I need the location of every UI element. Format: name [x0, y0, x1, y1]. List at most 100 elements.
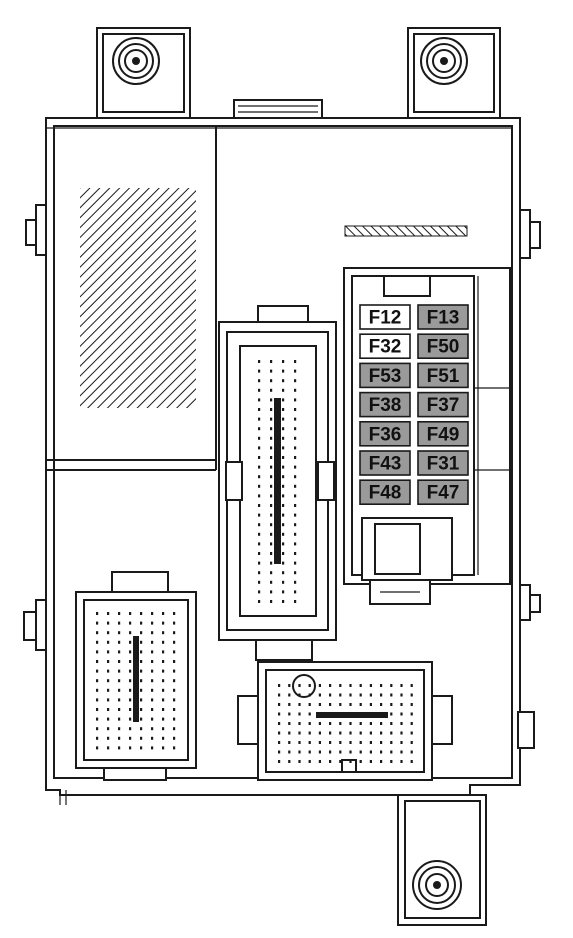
- connector-pin: [282, 494, 285, 498]
- connector-pin: [151, 621, 154, 625]
- connector-pin: [359, 760, 362, 763]
- connector-pin: [118, 717, 121, 721]
- mounting-tab-top-left: [96, 27, 191, 119]
- fuse-body: [359, 450, 411, 476]
- connector-pin: [339, 741, 342, 744]
- connector-pin: [282, 532, 285, 536]
- connector-pin: [140, 650, 143, 654]
- connector-pin: [107, 621, 110, 625]
- connector-pin: [339, 750, 342, 754]
- connector-pin: [308, 731, 311, 735]
- connector-pin: [369, 703, 372, 706]
- connector-pin: [359, 750, 362, 754]
- connector-pin: [129, 640, 132, 644]
- connector-pin: [329, 741, 332, 744]
- connector-pin: [96, 708, 99, 711]
- connector-pin: [294, 475, 297, 479]
- fuse-body: [359, 479, 411, 506]
- hatched-label-area: [80, 188, 196, 408]
- side-clips-left: [23, 204, 47, 651]
- connector-pin: [380, 750, 383, 754]
- connector-pin: [96, 679, 99, 683]
- connector-pin: [270, 427, 273, 431]
- connector-pin: [410, 760, 413, 763]
- connector-pin: [329, 731, 332, 735]
- connector-pin: [270, 513, 273, 517]
- connector-pin: [173, 631, 176, 635]
- connector-pin: [294, 523, 297, 527]
- connector-pin: [329, 750, 332, 754]
- connector-pin: [118, 679, 121, 683]
- connector-pin: [129, 612, 132, 615]
- connector-pin: [140, 612, 143, 615]
- connector-pin: [318, 703, 321, 706]
- connector-pin: [308, 703, 311, 706]
- fuse-f51: F51: [417, 362, 469, 389]
- connector-pin: [140, 660, 143, 663]
- connector-pin: [107, 727, 110, 731]
- connector-pin: [294, 580, 297, 584]
- connector-pin: [140, 679, 143, 683]
- connector-pin: [349, 741, 352, 744]
- connector-pin: [359, 741, 362, 744]
- connector-pin: [380, 693, 383, 697]
- fuse-f37: F37: [417, 391, 469, 418]
- fuse-label: F50: [427, 337, 460, 358]
- connector-pin: [270, 494, 273, 498]
- fuse-f38: F38: [359, 391, 411, 418]
- connector-pin: [339, 693, 342, 697]
- connector-pin: [308, 712, 311, 716]
- fuse-f49: F49: [417, 420, 469, 447]
- connector-pin: [162, 679, 165, 683]
- connector-pin: [107, 708, 110, 711]
- connector-pin: [107, 640, 110, 644]
- connector-pin: [294, 398, 297, 402]
- connector-pin: [282, 398, 285, 402]
- connector-pin: [294, 561, 297, 565]
- fuse-f50: F50: [417, 333, 469, 360]
- fuse-label: F48: [369, 483, 402, 504]
- connector-pin: [96, 746, 99, 750]
- connector-pin: [162, 660, 165, 663]
- connector-pin: [282, 542, 285, 546]
- fuse-label: F43: [369, 454, 402, 475]
- connector-pin: [258, 552, 261, 555]
- connector-pin: [390, 712, 393, 716]
- connector-pin: [96, 736, 99, 740]
- connector-pin: [173, 660, 176, 663]
- connector-pin: [173, 612, 176, 615]
- connector-pin: [282, 446, 285, 450]
- fuse-label: F13: [427, 308, 460, 329]
- connector-pin: [173, 736, 176, 740]
- connector-pin: [288, 722, 291, 725]
- connector-pin: [288, 703, 291, 706]
- connector-pin: [410, 684, 413, 687]
- connector-pin: [282, 417, 285, 421]
- connector-pin: [107, 650, 110, 654]
- mounting-tab-bottom: [397, 794, 487, 926]
- connector-pin: [369, 760, 372, 763]
- connector-pin: [410, 693, 413, 697]
- connector-pin: [173, 621, 176, 625]
- connector-pin: [258, 369, 261, 373]
- connector-pin: [96, 640, 99, 644]
- connector-pin: [282, 436, 285, 440]
- connector-pin: [270, 532, 273, 536]
- connector-pin: [294, 369, 297, 373]
- connector-pin: [258, 456, 261, 459]
- connector-pin: [294, 504, 297, 507]
- connector-pin: [118, 708, 121, 711]
- connector-pin: [173, 746, 176, 750]
- connector-pin: [294, 552, 297, 555]
- connector-pin: [270, 436, 273, 440]
- connector-pin: [173, 698, 176, 702]
- connector-pin: [270, 475, 273, 479]
- connector-pin: [329, 760, 332, 763]
- connector-pin: [270, 561, 273, 565]
- connector-pin: [339, 703, 342, 706]
- connector-pin: [282, 600, 285, 603]
- connector-pin: [349, 750, 352, 754]
- connector-pin: [107, 660, 110, 663]
- connector-pin: [270, 379, 273, 383]
